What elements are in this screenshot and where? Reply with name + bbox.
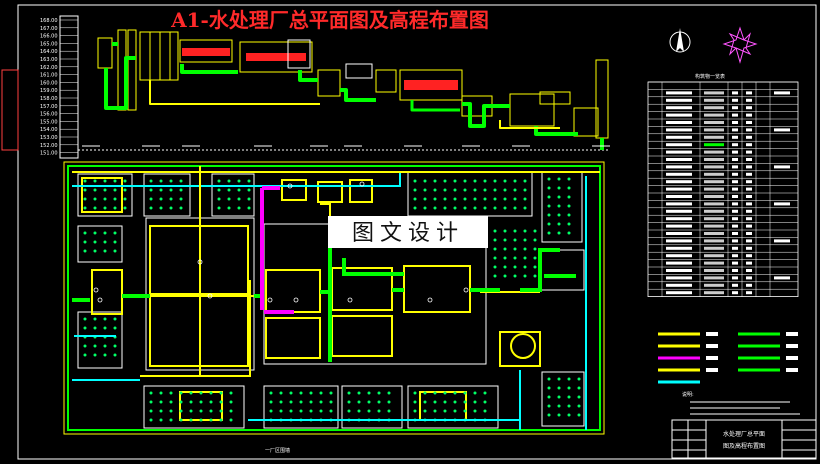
- elevation-tick-label: 156.00: [40, 112, 58, 118]
- elevation-tick-label: 167.00: [40, 26, 58, 32]
- elevation-tick-label: 151.00: [40, 151, 58, 157]
- elevation-tick-label: 162.00: [40, 65, 58, 71]
- elevation-tick-label: 160.00: [40, 80, 58, 86]
- table-title: 构筑物一览表: [695, 73, 725, 80]
- elevation-tick-label: 165.00: [40, 41, 58, 47]
- drawing-frame: [17, 4, 817, 460]
- title-block: [671, 419, 817, 459]
- title-block-line2: 图及高程布置图: [723, 442, 765, 450]
- structure-table: [647, 81, 799, 298]
- site-bottom-label: 一厂区围墙: [265, 447, 290, 454]
- elevation-tick-label: 164.00: [40, 49, 58, 55]
- elevation-tick-label: 161.00: [40, 73, 58, 79]
- elevation-tick-label: 153.00: [40, 135, 58, 141]
- notes-title: 说明:: [682, 391, 694, 398]
- elevation-tick-label: 157.00: [40, 104, 58, 110]
- svg-text:图文设计: 图文设计: [352, 221, 464, 246]
- elevation-tick-label: 152.00: [40, 143, 58, 149]
- site-plan: [63, 161, 605, 435]
- drawing-title: A1-水处理厂总平面图及高程布置图: [170, 8, 489, 32]
- elevation-tick-label: 159.00: [40, 88, 58, 94]
- elevation-tick-label: 155.00: [40, 119, 58, 125]
- north-arrow: [669, 28, 691, 53]
- legend: [658, 332, 800, 415]
- wind-rose: [722, 26, 758, 64]
- profile-pipes: [104, 42, 604, 150]
- title-block-line1: 水处理厂总平面: [723, 430, 765, 438]
- watermark: 图文设计: [328, 216, 488, 248]
- elevation-tick-label: 163.00: [40, 57, 58, 63]
- elevation-profile: [97, 29, 609, 139]
- elevation-tick-label: 154.00: [40, 127, 58, 133]
- elevation-tick-label: 166.00: [40, 34, 58, 40]
- elevation-tick-label: 168.00: [40, 18, 58, 24]
- elevation-tick-label: 158.00: [40, 96, 58, 102]
- binding-strip: [1, 69, 19, 151]
